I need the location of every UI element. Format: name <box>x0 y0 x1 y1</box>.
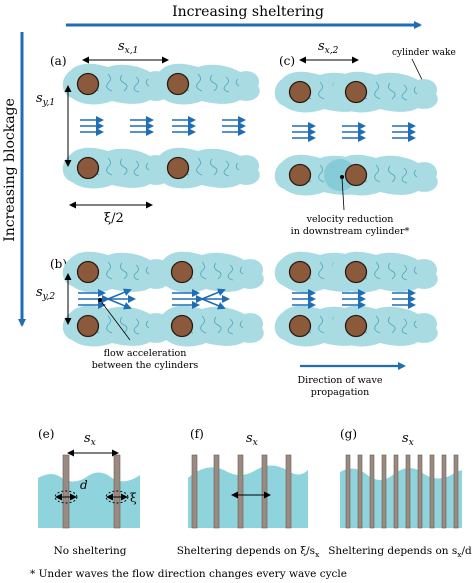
flow-arrows <box>342 126 364 138</box>
panel-a-sx-label: sx,1 <box>118 39 138 56</box>
panel-c-tag: (c) <box>279 54 295 68</box>
stem <box>441 454 447 529</box>
flow-arrows <box>342 293 364 305</box>
panel-c-note-pointer <box>341 177 345 211</box>
stem <box>393 454 399 529</box>
cylinder <box>344 163 368 187</box>
panel-f-sx-label: sx <box>246 431 258 448</box>
stem <box>285 454 292 529</box>
cylinder <box>170 260 194 284</box>
cylinder <box>166 72 190 96</box>
cylinder <box>344 80 368 104</box>
wave-direction-line2: propagation <box>311 387 370 398</box>
panel-e: (e) sx d ξ No sheltering <box>38 427 140 557</box>
panel-c: (c) sx,2 cylinder wake velocity reductio… <box>274 39 456 237</box>
panel-a-tag: (a) <box>50 54 67 68</box>
cylinder <box>76 156 100 180</box>
flow-arrows <box>392 293 414 305</box>
panel-g-tag: (g) <box>340 427 357 441</box>
panel-f-caption: Sheltering depends on ξ/sx <box>177 545 320 559</box>
cylinder <box>344 260 368 284</box>
stem <box>261 454 268 529</box>
panel-e-water <box>38 472 140 528</box>
cylinder <box>166 156 190 180</box>
panel-c-note-line1: velocity reduction <box>306 214 394 225</box>
cylinder <box>288 260 312 284</box>
stem <box>369 454 375 529</box>
stem <box>417 454 423 529</box>
panel-e-tag: (e) <box>38 427 54 441</box>
cylinder <box>170 314 194 338</box>
panel-b-tag: (b) <box>50 257 67 271</box>
cylinder <box>76 314 100 338</box>
stem <box>381 454 387 529</box>
wave-direction-line1: Direction of wave <box>298 375 383 386</box>
stem <box>237 454 244 529</box>
stem <box>213 454 220 529</box>
panel-g-sx-label: sx <box>402 431 414 448</box>
panel-e-xi-label: ξ <box>130 491 137 505</box>
stem <box>429 454 435 529</box>
footnote: * Under waves the flow direction changes… <box>30 568 347 580</box>
flow-arrows <box>292 293 314 305</box>
sheltering-axis-label: Increasing sheltering <box>172 4 324 20</box>
panel-c-wake-label: cylinder wake <box>392 48 456 58</box>
flow-arrows <box>172 120 194 132</box>
stem <box>62 454 70 529</box>
cylinder <box>288 163 312 187</box>
stem <box>453 454 459 529</box>
blockage-axis-label: Increasing blockage <box>2 98 18 242</box>
cylinder <box>76 260 100 284</box>
panel-d: (d) Direction of wave propagation <box>274 251 439 398</box>
panel-g-caption: Sheltering depends on sx/d <box>328 545 472 559</box>
panel-e-sx-label: sx <box>84 431 96 448</box>
stem <box>113 454 121 529</box>
panel-a-xi-label: ξ/2 <box>104 211 124 226</box>
cylinder <box>344 314 368 338</box>
panel-c-note-line2: in downstream cylinder* <box>291 226 410 237</box>
panel-b-sy-label: sy,2 <box>36 285 55 302</box>
cylinder <box>76 72 100 96</box>
cylinder <box>288 80 312 104</box>
panel-e-caption: No sheltering <box>54 545 127 557</box>
panel-g: (g) sx Sheltering depends on sx/d <box>328 427 472 559</box>
panel-b-note-line2: between the cylinders <box>92 360 199 371</box>
flow-arrows <box>130 120 152 132</box>
panel-a: (a) sx,1 sy,1 ξ/2 <box>36 39 261 226</box>
panel-f: (f) sx Sheltering depends on ξ/sx <box>177 427 320 559</box>
panel-a-sy-label: sy,1 <box>36 91 55 108</box>
panel-c-sx-label: sx,2 <box>318 39 339 56</box>
panel-b: (b) sy,2 flow acceleration between the <box>36 251 265 371</box>
stem <box>191 454 198 529</box>
stem <box>345 454 351 529</box>
stem <box>405 454 411 529</box>
flow-arrows <box>80 120 102 132</box>
panel-b-note-pointer <box>99 299 131 341</box>
stem <box>357 454 363 529</box>
panel-f-tag: (f) <box>190 427 204 441</box>
panel-b-note-line1: flow acceleration <box>104 348 187 359</box>
flow-arrows <box>222 120 244 132</box>
flow-arrows <box>392 126 414 138</box>
flow-arrows <box>292 126 314 138</box>
panel-b-accelerated-flow <box>78 288 230 310</box>
cylinder <box>288 314 312 338</box>
panel-e-d-label: d <box>80 478 88 492</box>
